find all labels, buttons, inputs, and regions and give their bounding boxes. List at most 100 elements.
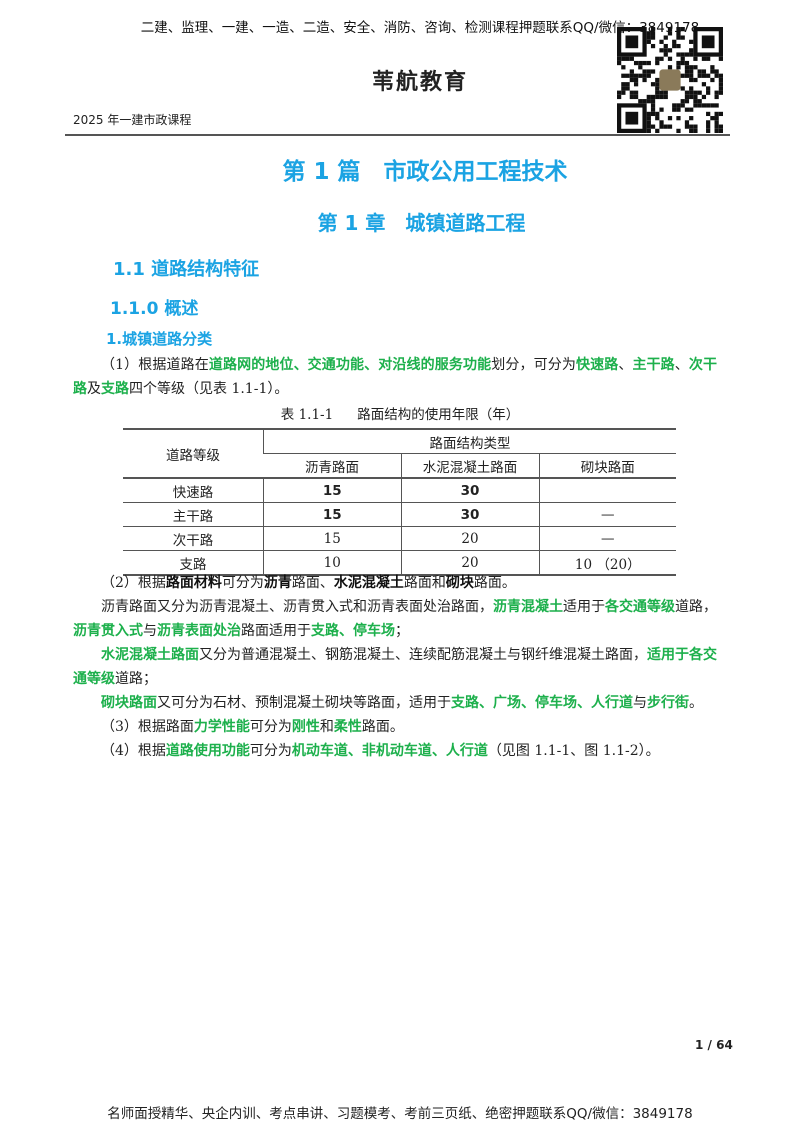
- footer-text: 名师面授精华、央企内训、考点串讲、习题模考、考前三页纸、绝密押题联系QQ/微信：…: [107, 1106, 693, 1122]
- text-run: 又分为普通混凝土、钢筋混凝土、连续配筋混凝土与钢纤维混凝土路面，: [199, 647, 647, 663]
- text-run: 可分为: [221, 575, 264, 591]
- highlight-text: 沥青表面处治: [157, 623, 241, 639]
- highlight-text: 支路: [101, 381, 129, 397]
- highlight-text: 支路、停车场: [311, 623, 395, 639]
- highlight-text: 步行街: [647, 695, 689, 711]
- value-cell: [538, 477, 676, 503]
- value-cell: —: [538, 526, 676, 551]
- highlight-text: 快速路: [575, 357, 619, 373]
- course-label: 2025 年一建市政课程: [73, 113, 192, 127]
- header-cell: 砌块路面: [538, 453, 676, 479]
- highlight-text: 路面材料: [165, 575, 222, 591]
- page-number: 1 / 64: [695, 1038, 733, 1052]
- chapter-title: 第 1 章 城镇道路工程: [317, 211, 526, 235]
- text-run: （2）根据: [101, 575, 166, 591]
- paragraph: （3）根据路面力学性能可分为刚性和柔性路面。: [73, 715, 717, 739]
- text-run: （1）根据道路在: [101, 357, 209, 373]
- paragraph: （1）根据道路在道路网的地位、交通功能、对沿线的服务功能划分，可分为快速路、主干…: [73, 353, 717, 401]
- highlight-text: 道路网的地位、交通功能、对沿线的服务功能: [208, 357, 492, 373]
- subsection-heading: 1.1.0 概述: [110, 299, 199, 319]
- top-banner: 二建、监理、一建、一造、二造、安全、消防、咨询、检测课程押题联系QQ/微信：38…: [140, 20, 700, 36]
- highlight-text: 沥青: [263, 575, 292, 591]
- text-run: （4）根据: [101, 743, 166, 759]
- road-grade-cell: 快速路: [123, 477, 264, 503]
- text-run: 又可分为石材、预制混凝土砌块等路面，适用于: [157, 695, 451, 711]
- road-grade-cell: 次干路: [123, 526, 264, 551]
- highlight-text: 水泥混凝土路面: [101, 647, 199, 663]
- header-cell: 路面结构类型: [263, 428, 676, 454]
- highlight-text: 各交通等级: [605, 599, 675, 615]
- text-run: 、: [674, 357, 689, 373]
- text-run: 。: [689, 695, 703, 711]
- value-cell: 15: [263, 526, 401, 551]
- text-run: 与: [143, 623, 157, 639]
- text-run: 与: [633, 695, 647, 711]
- value-cell: 30: [400, 502, 539, 527]
- logo: 苇航教育: [371, 69, 468, 95]
- table-caption: 表 1.1-1 路面结构的使用年限（年）: [0, 403, 800, 423]
- value-cell: 20: [400, 550, 539, 576]
- header-cell: 沥青路面: [263, 453, 401, 479]
- road-grade-cell: 主干路: [123, 502, 264, 527]
- highlight-text: 支路、广场、停车场、人行道: [451, 695, 633, 711]
- highlight-text: 主干路: [632, 357, 675, 373]
- highlight-text: 沥青混凝土: [493, 599, 563, 615]
- paragraph: 砌块路面又可分为石材、预制混凝土砌块等路面，适用于支路、广场、停车场、人行道与步…: [73, 691, 717, 715]
- paragraph: （4）根据道路使用功能可分为机动车道、非机动车道、人行道（见图 1.1-1、图 …: [73, 739, 717, 763]
- paragraph: （2）根据路面材料可分为沥青路面、水泥混凝土路面和砌块路面。: [73, 571, 717, 595]
- text-run: 路面和: [403, 575, 446, 591]
- text-run: 和: [319, 719, 334, 735]
- text-run: 道路，: [675, 599, 717, 615]
- highlight-text: 沥青贯入式: [73, 623, 143, 639]
- table-number: 表 1.1-1: [280, 407, 334, 423]
- value-cell: 10: [263, 550, 401, 576]
- text-run: 适用于: [563, 599, 605, 615]
- highlight-text: 柔性: [333, 719, 362, 735]
- paragraph: 沥青路面又分为沥青混凝土、沥青贯入式和沥青表面处治路面，沥青混凝土适用于各交通等…: [73, 595, 717, 643]
- item-heading: 1.城镇道路分类: [106, 330, 213, 348]
- header-divider: [65, 134, 730, 136]
- text-run: 沥青路面又分为沥青混凝土、沥青贯入式和沥青表面处治路面，: [101, 599, 493, 615]
- text-run: 、: [618, 357, 633, 373]
- highlight-text: 砌块路面: [101, 695, 157, 711]
- header-cell: 水泥混凝土路面: [400, 453, 539, 479]
- text-run: 及: [87, 381, 101, 397]
- highlight-text: 机动车道、非机动车道、人行道: [291, 743, 488, 759]
- header-cell: 道路等级: [123, 428, 264, 479]
- text-run: 划分，可分为: [491, 357, 576, 373]
- text-run: 可分为: [249, 719, 292, 735]
- value-cell: 15: [263, 502, 401, 527]
- text-run: 路面。: [361, 719, 404, 735]
- highlight-text: 砌块: [445, 575, 474, 591]
- text-run: 路面。: [473, 575, 516, 591]
- highlight-text: 次干路: [73, 357, 718, 397]
- value-cell: —: [538, 502, 676, 527]
- highlight-text: 力学性能: [193, 719, 250, 735]
- text-run: （3）根据路面: [101, 719, 194, 735]
- qr-code-icon: [617, 27, 723, 133]
- highlight-text: 适用于各交通等级: [73, 647, 717, 687]
- text-run: 可分为: [249, 743, 292, 759]
- value-cell: 15: [263, 477, 401, 503]
- table-title: 路面结构的使用年限（年）: [357, 407, 520, 423]
- text-run: 四个等级（见表 1.1-1）。: [129, 381, 289, 397]
- value-cell: 20: [400, 526, 539, 551]
- highlight-text: 道路使用功能: [165, 743, 250, 759]
- highlight-text: 水泥混凝土: [333, 575, 404, 591]
- text-run: 路面、: [291, 575, 334, 591]
- text-run: ；: [395, 623, 409, 639]
- text-run: （见图 1.1-1、图 1.1-2）。: [487, 743, 660, 759]
- part-title: 第 1 篇 市政公用工程技术: [282, 159, 568, 185]
- value-cell: 10 （20）: [538, 550, 676, 576]
- text-run: 道路；: [115, 671, 157, 687]
- section-heading: 1.1 道路结构特征: [113, 259, 260, 280]
- highlight-text: 刚性: [291, 719, 320, 735]
- value-cell: 30: [400, 477, 539, 503]
- road-grade-cell: 支路: [123, 550, 264, 576]
- text-run: 路面适用于: [241, 623, 311, 639]
